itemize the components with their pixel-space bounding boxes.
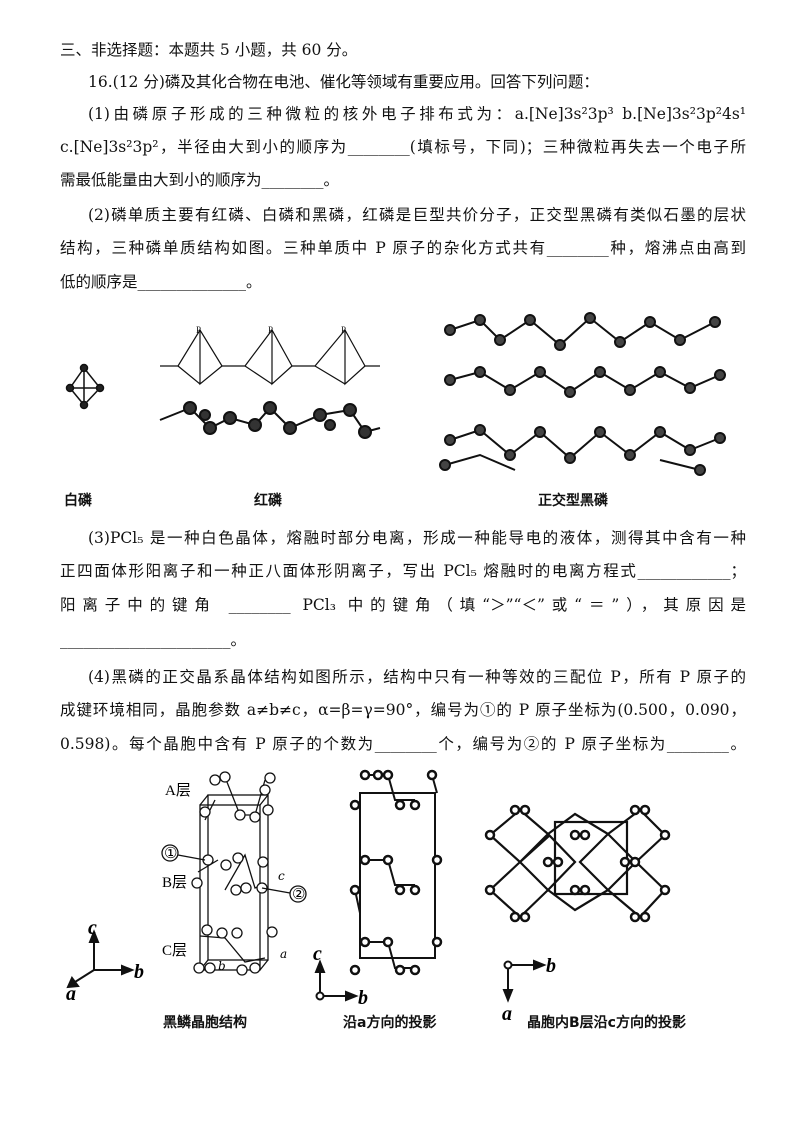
layer-a-label: A层 — [165, 783, 191, 799]
black-phosphorus-diagram — [439, 312, 726, 476]
projection-along-a — [349, 769, 443, 976]
proj-a-axis-c: c — [313, 943, 322, 965]
marker-1: ① — [164, 846, 177, 862]
proj-a-axis-b: b — [358, 987, 368, 1009]
section-heading: 三、非选择题：本题共 5 小题，共 60 分。 — [60, 41, 358, 59]
caption-red-phosphorus: 红磷 — [254, 493, 282, 509]
marker-2: ② — [292, 887, 305, 903]
part2-line: 结构，三种磷单质结构如图。三种单质中 P 原子的杂化方式共有________种，… — [60, 239, 746, 257]
axis-b-label: b — [134, 961, 144, 983]
caption-unit-cell: 黑鳞晶胞结构 — [163, 1015, 247, 1031]
caption-projection-a: 沿a方向的投影 — [343, 1015, 437, 1031]
phosphorus-allotropes-figure: P P P — [65, 312, 726, 476]
part4-line: (4)黑磷的正交晶系晶体结构如图所示，结构中只有一种等效的三配位 P，所有 P … — [88, 668, 746, 686]
part3-line: 正四面体形阳离子和一种正八面体形阴离子，写出 PCl₅ 熔融时的电离方程式___… — [60, 562, 746, 580]
axes-2d-ba — [502, 959, 547, 1003]
proj-c-axis-b: b — [546, 955, 556, 977]
white-phosphorus-diagram — [65, 363, 105, 410]
layer-c-label: C层 — [162, 943, 187, 959]
part2-line: 低的顺序是______________。 — [60, 273, 262, 291]
atom-label: P — [268, 325, 273, 335]
part2-line: (2)磷单质主要有红磷、白磷和黑磷，红磷是巨型共价分子，正交型黑磷有类似石墨的层… — [88, 206, 746, 224]
question-intro: 16.(12 分)磷及其化合物在电池、催化等领域有重要应用。回答下列问题： — [88, 73, 599, 91]
caption-black-phosphorus: 正交型黑磷 — [538, 493, 608, 509]
part4-line: 0.598)。每个晶胞中含有 P 原子的个数为________个，编号为②的 P… — [60, 735, 746, 753]
projection-along-c — [484, 804, 671, 923]
caption-projection-c: 晶胞内B层沿c方向的投影 — [527, 1015, 686, 1031]
axes-3d — [66, 929, 135, 989]
layer-b-label: B层 — [162, 875, 187, 891]
atom-label: P — [196, 325, 201, 335]
edge-c-label: c — [278, 869, 285, 883]
edge-a-label: a — [280, 947, 287, 961]
part3-line: 阳离子中的键角 ________ PCl₃ 中的键角（填“＞”“＜”或“＝”），… — [60, 596, 746, 614]
part4-line: 成键环境相同，晶胞参数 a≠b≠c，α=β=γ=90°，编号为①的 P 原子坐标… — [60, 701, 746, 719]
unit-cell-3d — [161, 771, 307, 976]
proj-c-axis-a: a — [502, 1003, 512, 1025]
caption-white-phosphorus: 白磷 — [64, 493, 92, 509]
part3-line: (3)PCl₅ 是一种白色晶体，熔融时部分电离，形成一种能导电的液体，测得其中含… — [88, 529, 746, 547]
axis-c-label: c — [88, 917, 97, 939]
part1-line: 需最低能量由大到小的顺序为________。 — [60, 171, 340, 189]
atom-label: P — [341, 325, 346, 335]
axis-a-label: a — [66, 983, 76, 1005]
red-phosphorus-diagram: P P P — [159, 325, 381, 439]
part1-line: (1)由磷原子形成的三种微粒的核外电子排布式为：a.[Ne]3s²3p³ b.[… — [88, 105, 746, 123]
part3-line: ______________________。 — [60, 631, 247, 649]
part1-line: c.[Ne]3s²3p²，半径由大到小的顺序为________(填标号，下同)；… — [60, 138, 746, 156]
axes-2d-cb — [314, 959, 359, 1002]
edge-b-label: b — [218, 959, 226, 973]
